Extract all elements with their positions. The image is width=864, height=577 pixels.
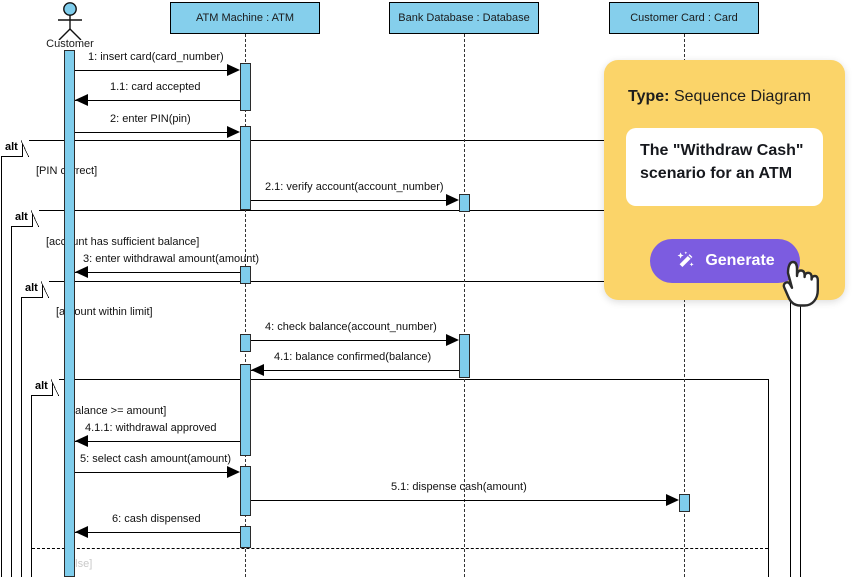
message-label-4: 4: check balance(account_number) xyxy=(265,321,437,333)
lifeline-label-atm: ATM Machine : ATM xyxy=(195,11,294,24)
message-label-5: 5: select cash amount(amount) xyxy=(80,453,232,465)
lifeline-label-customer: Customer xyxy=(46,38,94,50)
activation-atm-1 xyxy=(240,63,251,111)
lifeline-dash-atm xyxy=(245,34,246,577)
lifeline-header-atm[interactable]: ATM Machine : ATM xyxy=(170,2,320,34)
lifeline-dash-database xyxy=(464,34,465,577)
generate-popup-panel: Type: Sequence Diagram The "Withdraw Cas… xyxy=(604,60,845,307)
magic-wand-icon xyxy=(675,250,697,272)
message-label-4-1: 4.1: balance confirmed(balance) xyxy=(274,351,432,363)
popup-type-value: Sequence Diagram xyxy=(673,88,811,105)
message-label-4-1-1: 4.1.1: withdrawal approved xyxy=(85,422,217,434)
diagram-prompt-input[interactable]: The "Withdraw Cash" scenario for an ATM xyxy=(626,128,823,206)
message-label-2-1: 2.1: verify account(account_number) xyxy=(265,181,444,193)
message-line-2 xyxy=(75,132,227,133)
message-arrow-1 xyxy=(227,64,240,76)
message-line-3 xyxy=(75,272,240,273)
message-label-1-1: 1.1: card accepted xyxy=(110,81,201,93)
alt-guard-1: [account has sufficient balance] xyxy=(46,236,200,248)
activation-customer xyxy=(64,50,75,577)
alt-fragment-label-3: alt xyxy=(31,379,59,396)
actor-icon-customer xyxy=(49,2,91,41)
alt-fragment-label-1: alt xyxy=(11,210,39,227)
message-line-2-1 xyxy=(251,200,446,201)
lifeline-header-database[interactable]: Bank Database : Database xyxy=(389,2,539,34)
alt-guard-2: [amount within limit] xyxy=(56,306,153,318)
message-arrow-2-1 xyxy=(446,194,459,206)
activation-atm-4 xyxy=(240,334,251,352)
alt-fragment-label-2: alt xyxy=(21,281,49,298)
message-arrow-1-1 xyxy=(75,94,88,106)
message-arrow-5 xyxy=(227,466,240,478)
message-label-1: 1: insert card(card_number) xyxy=(88,51,224,63)
message-line-5-1 xyxy=(251,500,666,501)
activation-atm-5 xyxy=(240,364,251,456)
message-label-2: 2: enter PIN(pin) xyxy=(110,113,191,125)
alt-else-separator xyxy=(32,548,768,549)
message-arrow-4 xyxy=(446,334,459,346)
activation-atm-6 xyxy=(240,466,251,516)
alt-fragment-label-0: alt xyxy=(1,140,29,157)
message-label-5-1: 5.1: dispense cash(amount) xyxy=(391,481,527,493)
activation-atm-3 xyxy=(240,266,251,284)
lifeline-label-database: Bank Database : Database xyxy=(398,11,530,24)
generate-button[interactable]: Generate xyxy=(650,239,800,283)
activation-atm-7 xyxy=(240,526,251,548)
message-arrow-3 xyxy=(75,266,88,278)
activation-atm-2 xyxy=(240,126,251,210)
message-line-6 xyxy=(75,532,240,533)
message-line-4-1-1 xyxy=(75,441,240,442)
message-label-3: 3: enter withdrawal amount(amount) xyxy=(83,253,260,265)
message-arrow-4-1 xyxy=(251,364,264,376)
message-arrow-6 xyxy=(75,526,88,538)
activation-card-1 xyxy=(679,494,690,512)
lifeline-label-card: Customer Card : Card xyxy=(630,11,738,24)
activation-database-1 xyxy=(459,194,470,212)
alt-guard-3: [balance >= amount] xyxy=(66,405,167,417)
popup-type-prefix: Type: xyxy=(628,88,670,105)
message-line-4 xyxy=(251,340,446,341)
lifeline-dash-card xyxy=(684,34,685,577)
generate-button-label: Generate xyxy=(705,252,775,269)
message-arrow-5-1 xyxy=(666,494,679,506)
activation-database-2 xyxy=(459,334,470,378)
message-line-1-1 xyxy=(75,100,240,101)
message-line-1 xyxy=(75,70,227,71)
lifeline-header-card[interactable]: Customer Card : Card xyxy=(609,2,759,34)
message-arrow-2 xyxy=(227,126,240,138)
message-label-6: 6: cash dispensed xyxy=(112,513,201,525)
message-line-4-1 xyxy=(251,370,459,371)
message-arrow-4-1-1 xyxy=(75,435,88,447)
popup-type-row: Type: Sequence Diagram xyxy=(628,88,811,106)
message-line-5 xyxy=(75,472,227,473)
